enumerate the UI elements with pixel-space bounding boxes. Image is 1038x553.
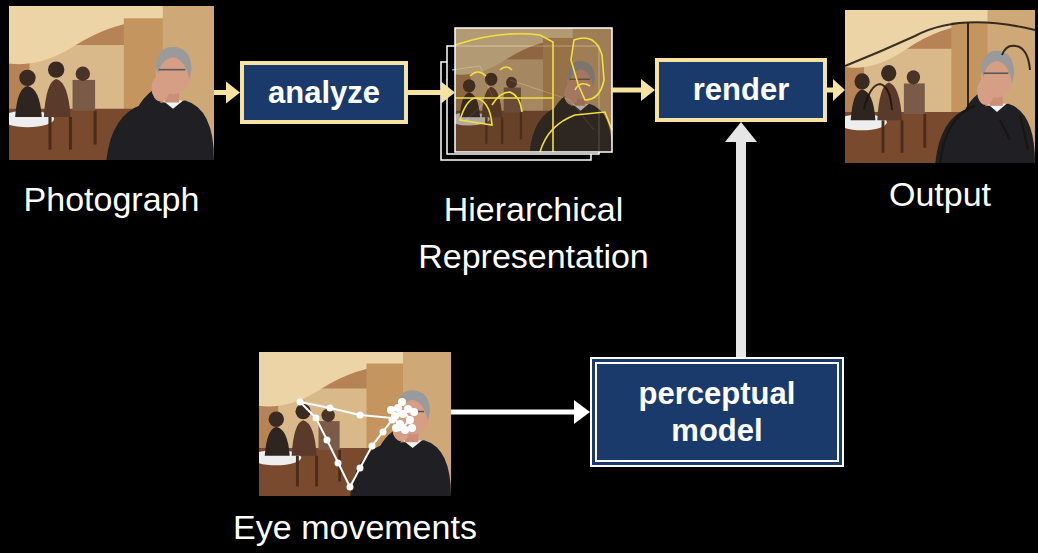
process-box: render	[655, 58, 827, 122]
arrow-head	[574, 400, 590, 424]
arrow-line	[214, 90, 227, 95]
flow-arrow	[451, 400, 590, 424]
flow-arrow	[612, 79, 655, 101]
image-caption: Hierarchical Representation	[384, 186, 684, 280]
process-box: analyze	[240, 61, 408, 124]
model-box: perceptual model	[590, 357, 844, 467]
flow-arrow	[827, 79, 845, 101]
image-caption: Eye movements	[233, 504, 477, 551]
arrow-head	[641, 79, 655, 101]
photo-frame: Eye movements	[259, 352, 451, 496]
photo-frame: Output	[845, 10, 1035, 163]
arrow-head	[833, 79, 845, 101]
arrow-line	[736, 141, 746, 357]
box-label: render	[693, 71, 789, 108]
arrow-line	[408, 90, 442, 95]
image-caption: Photograph	[24, 176, 200, 223]
arrow-head	[226, 82, 240, 104]
flow-arrow	[214, 82, 240, 104]
flow-arrow	[408, 82, 455, 104]
arrow-head	[441, 82, 455, 104]
photo-frame: Photograph	[9, 6, 214, 160]
arrow-line	[451, 410, 575, 415]
image-stack-frame: Hierarchical Representation	[455, 28, 612, 160]
box-label: perceptual model	[597, 375, 837, 449]
arrow-line	[827, 88, 834, 93]
image-caption: Output	[889, 171, 991, 218]
box-label: analyze	[268, 74, 380, 111]
flow-arrow	[725, 122, 757, 357]
arrow-line	[612, 88, 642, 93]
arrow-head	[725, 122, 757, 142]
